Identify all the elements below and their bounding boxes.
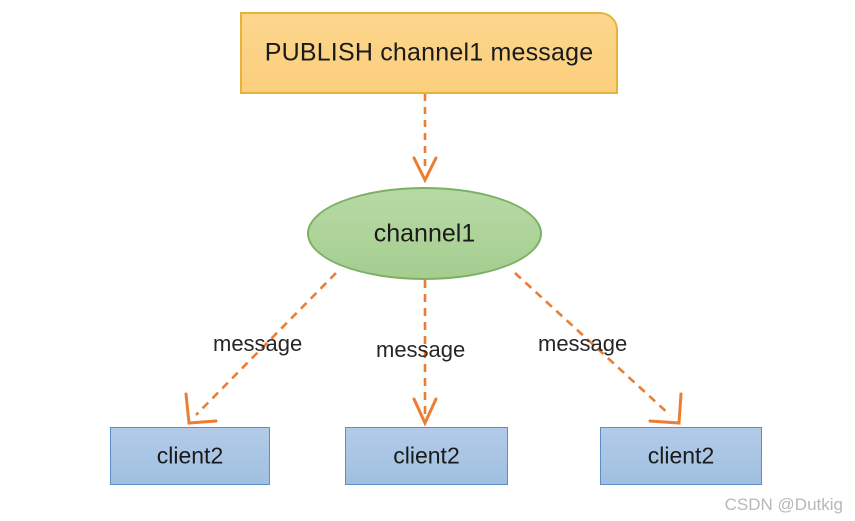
client-node-3[interactable]: client2 xyxy=(600,427,762,485)
edge-channel-to-client-1 xyxy=(184,272,337,425)
watermark: CSDN @Dutkig xyxy=(724,495,843,514)
channel-node-label: channel1 xyxy=(373,219,476,247)
edge-label-message-2: message xyxy=(376,337,466,362)
client-node-2[interactable]: client2 xyxy=(345,427,508,485)
edge-label-message-3: message xyxy=(538,331,628,356)
client-node-3-label: client2 xyxy=(647,442,715,469)
edge-publish-to-channel xyxy=(412,94,438,184)
channel-node[interactable]: channel1 xyxy=(307,187,542,280)
edge-channel-to-client-2 xyxy=(412,280,438,427)
edge-channel-to-client-3 xyxy=(514,272,683,425)
publish-command-label: PUBLISH channel1 message xyxy=(264,38,594,67)
client-node-2-label: client2 xyxy=(393,442,460,469)
client-node-1-label: client2 xyxy=(156,442,224,469)
publish-command-node[interactable]: PUBLISH channel1 message xyxy=(240,12,618,94)
edge-label-message-1: message xyxy=(213,331,303,356)
client-node-1[interactable]: client2 xyxy=(110,427,270,485)
